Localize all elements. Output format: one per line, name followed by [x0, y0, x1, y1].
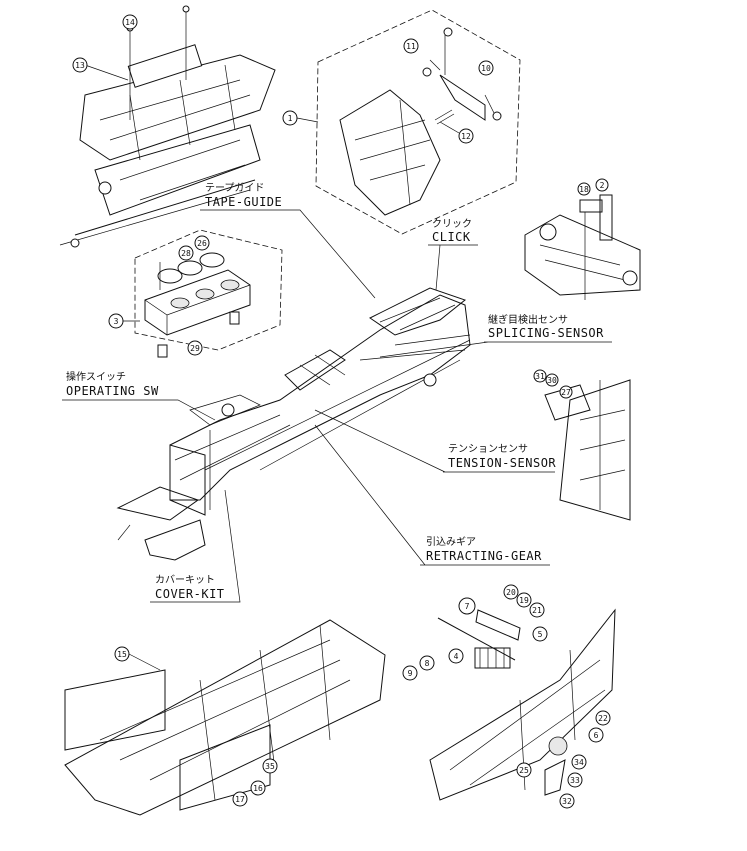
retracting-gear-label-en: RETRACTING-GEAR: [426, 549, 542, 563]
callout-operating-sw: 操作スイッチ OPERATING SW: [62, 370, 216, 421]
callout-tension-sensor: テンションセンサ TENSION-SENSOR: [314, 409, 556, 473]
part-number-6: 6: [594, 731, 599, 740]
part-number-33: 33: [570, 776, 580, 785]
part-number-10: 10: [481, 64, 491, 73]
click-label-en: CLICK: [432, 230, 471, 244]
operating-sw-label-en: OPERATING SW: [66, 384, 159, 398]
part-number-32: 32: [562, 797, 572, 806]
cover-kit-label-en: COVER-KIT: [155, 587, 225, 601]
part-number-26: 26: [197, 239, 207, 248]
part-number-5: 5: [538, 630, 543, 639]
part-number-11: 11: [406, 42, 416, 51]
part-number-21: 21: [532, 606, 542, 615]
part-number-18: 18: [579, 185, 589, 194]
part-number-1: 1: [288, 114, 293, 123]
click-assembly-detail: 1 11 10 12: [282, 9, 521, 235]
callout-splicing-sensor: 継ぎ目検出センサ SPLICING-SENSOR: [379, 313, 612, 358]
part-number-20: 20: [506, 588, 516, 597]
central-feeder-assembly: [116, 287, 471, 561]
callout-retracting-gear: 引込みギア RETRACTING-GEAR: [314, 424, 550, 566]
part-number-13: 13: [75, 61, 85, 70]
click-label-jp: クリック: [432, 218, 472, 230]
retracting-gear-detail: 7 4 8 9 5 20 19 21 22 6 25 34 33 32: [402, 584, 616, 809]
part-number-29: 29: [190, 344, 200, 353]
part-number-17: 17: [235, 795, 245, 804]
part-number-2: 2: [600, 181, 605, 190]
tape-guide-label-jp: テープガイド: [205, 182, 264, 194]
callout-tape-guide: テープガイド TAPE-GUIDE: [200, 182, 376, 299]
operating-sw-label-jp: 操作スイッチ: [66, 370, 126, 383]
part-number-9: 9: [408, 669, 413, 678]
part-number-16: 16: [253, 784, 263, 793]
part-number-25: 25: [519, 766, 529, 775]
tape-guide-label-en: TAPE-GUIDE: [205, 195, 282, 209]
callout-cover-kit: カバーキット COVER-KIT: [150, 489, 241, 603]
splicing-sensor-detail: 2 18: [524, 178, 641, 300]
part-number-35: 35: [265, 762, 275, 771]
part-number-3: 3: [114, 317, 119, 326]
part-number-34: 34: [574, 758, 584, 767]
part-number-28: 28: [181, 249, 191, 258]
part-number-14: 14: [125, 18, 135, 27]
part-number-7: 7: [465, 602, 470, 611]
part-number-4: 4: [454, 652, 459, 661]
part-number-22: 22: [598, 714, 608, 723]
top-left-frame-assembly: 13 14: [59, 5, 276, 248]
part-number-15: 15: [117, 650, 127, 659]
retracting-gear-label-jp: 引込みギア: [426, 536, 476, 548]
part-number-12: 12: [461, 132, 471, 141]
tension-sensor-label-jp: テンションセンサ: [448, 443, 528, 455]
part-number-8: 8: [425, 659, 430, 668]
part-number-19: 19: [519, 596, 529, 605]
splicing-sensor-label-jp: 継ぎ目検出センサ: [488, 313, 568, 326]
part-number-27: 27: [561, 388, 571, 397]
part-number-30: 30: [547, 376, 557, 385]
cover-kit-label-jp: カバーキット: [155, 574, 215, 586]
tension-sensor-label-en: TENSION-SENSOR: [448, 456, 556, 470]
part-number-31: 31: [535, 372, 545, 381]
operating-switch-detail: 3 26 28 29: [108, 229, 283, 358]
cover-kit-detail: 15 35 16 17: [64, 619, 386, 816]
splicing-sensor-label-en: SPLICING-SENSOR: [488, 326, 604, 340]
callout-click: クリック CLICK: [428, 218, 478, 291]
tension-sensor-detail: 31 30 27: [533, 369, 631, 521]
